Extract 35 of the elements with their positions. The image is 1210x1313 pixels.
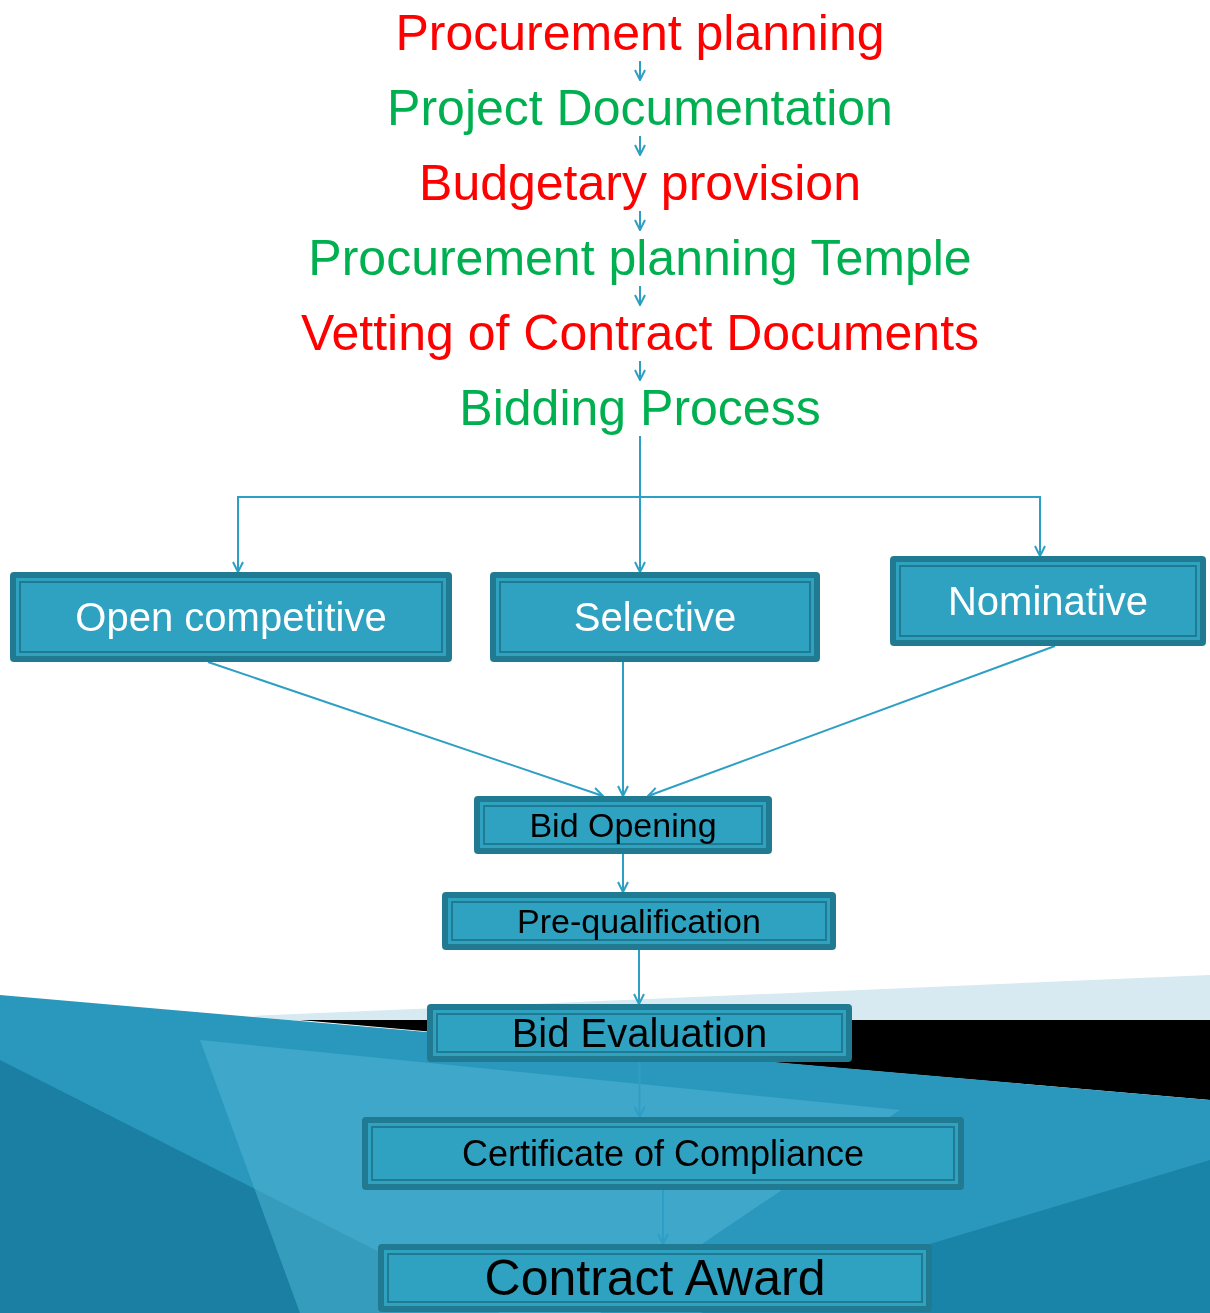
arrow (639, 435, 1046, 557)
arrow (617, 661, 629, 797)
step-text: Bidding Process (459, 380, 821, 436)
box-label: Nominative (947, 578, 1149, 624)
arrow (634, 210, 646, 231)
arrow (617, 853, 629, 893)
arrow (647, 645, 1056, 799)
box-label: Pre-qualification (517, 901, 761, 941)
arrow (207, 661, 604, 799)
process-box (442, 892, 836, 950)
box-label: Open competitive (75, 594, 387, 640)
box-label: Bid Opening (529, 805, 717, 845)
process-box (378, 1244, 932, 1312)
box-label: Contract Award (484, 1249, 826, 1307)
arrow (634, 360, 646, 381)
box-label: Certificate of Compliance (461, 1132, 865, 1175)
box-label: Selective (573, 594, 737, 640)
arrow (633, 949, 645, 1005)
process-box (427, 1004, 852, 1062)
box-label: Bid Evaluation (511, 1010, 768, 1056)
step-text: Procurement planning Temple (308, 230, 972, 286)
process-box (362, 1117, 964, 1190)
arrow (633, 1061, 646, 1118)
arrow (634, 60, 646, 81)
process-box (10, 572, 452, 662)
process-box (474, 796, 772, 854)
step-text: Procurement planning (395, 5, 885, 61)
step-text: Project Documentation (387, 80, 893, 136)
arrow (634, 285, 646, 306)
step-text: Vetting of Contract Documents (300, 305, 980, 361)
arrow (657, 1189, 669, 1245)
arrow (634, 135, 646, 156)
step-text: Budgetary provision (419, 155, 861, 211)
process-box (490, 572, 820, 662)
process-box (890, 556, 1206, 646)
